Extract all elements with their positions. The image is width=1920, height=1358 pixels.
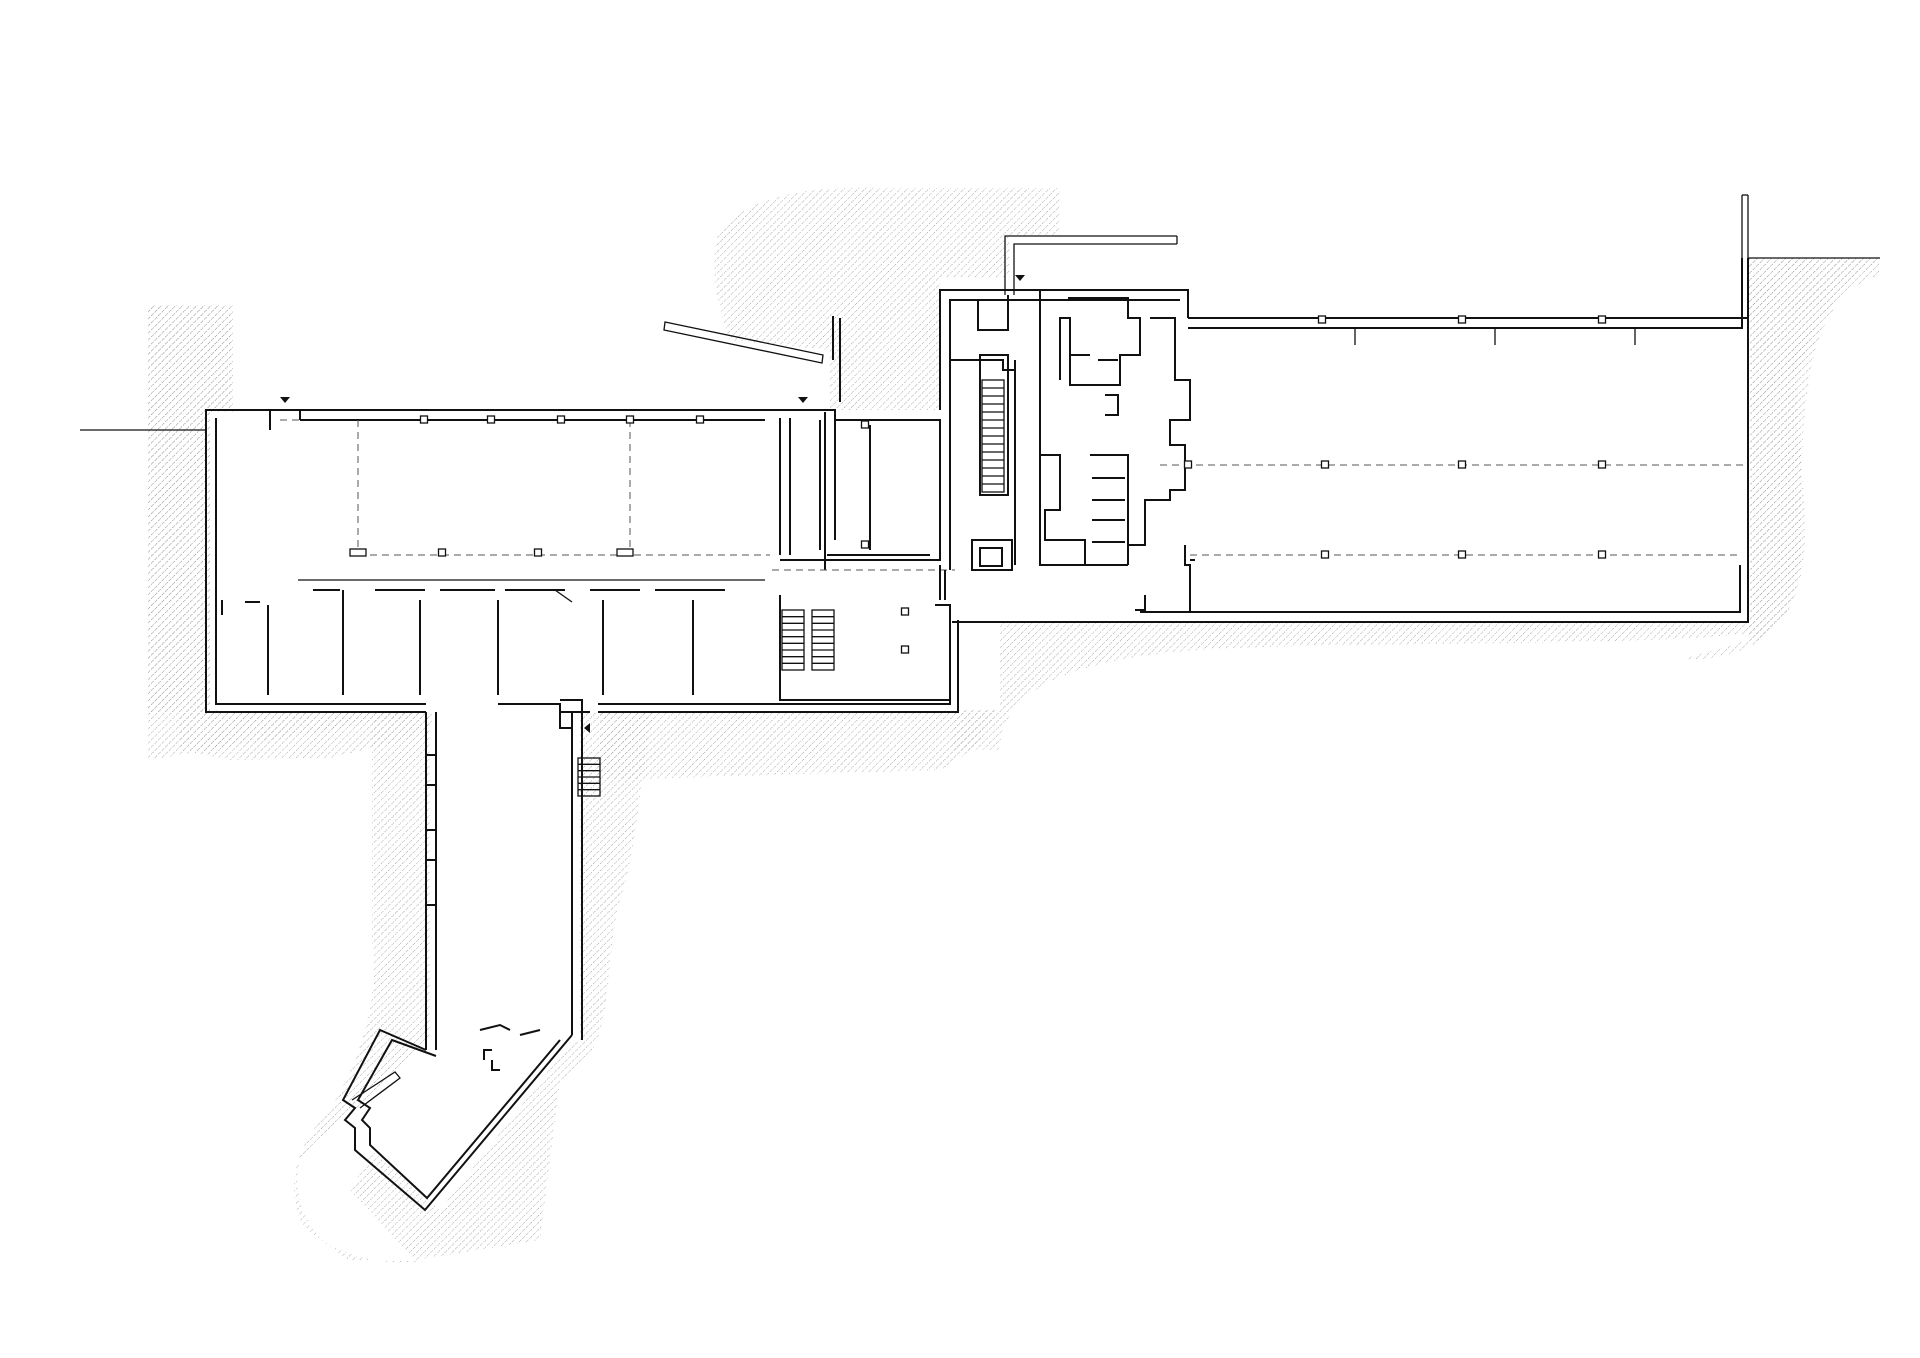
entrance-triangle-icon	[280, 397, 290, 403]
column-icon	[616, 548, 634, 557]
column-icon	[1320, 550, 1330, 559]
stair-icon	[577, 757, 601, 797]
column-icon	[1183, 460, 1193, 469]
column-icon	[533, 548, 543, 557]
columns	[349, 315, 1607, 654]
column-icon	[1457, 315, 1467, 324]
column-icon	[419, 415, 429, 424]
column-icon	[486, 415, 496, 424]
column-icon	[1597, 315, 1607, 324]
column-icon	[860, 420, 870, 429]
column-icon	[625, 415, 635, 424]
column-icon	[860, 540, 870, 549]
stair-icon	[781, 609, 805, 671]
column-icon	[900, 607, 910, 616]
column-icon	[1320, 460, 1330, 469]
entrance-triangle-icon	[1015, 275, 1025, 281]
entrance-markers	[280, 275, 1025, 733]
column-icon	[1597, 460, 1607, 469]
column-icon	[437, 548, 447, 557]
stair-icon	[811, 609, 835, 671]
column-icon	[1597, 550, 1607, 559]
column-icon	[349, 548, 367, 557]
entrance-triangle-icon	[798, 397, 808, 403]
column-icon	[1457, 550, 1467, 559]
column-icon	[1457, 460, 1467, 469]
column-icon	[1317, 315, 1327, 324]
outer-walls	[80, 194, 1880, 1212]
column-icon	[556, 415, 566, 424]
column-icon	[900, 645, 910, 654]
stairs	[577, 379, 1005, 797]
entrance-triangle-icon	[584, 723, 590, 733]
interior-fill	[210, 280, 1750, 1210]
column-icon	[695, 415, 705, 424]
stair-icon	[981, 379, 1005, 493]
interior-walls	[221, 290, 1748, 1071]
